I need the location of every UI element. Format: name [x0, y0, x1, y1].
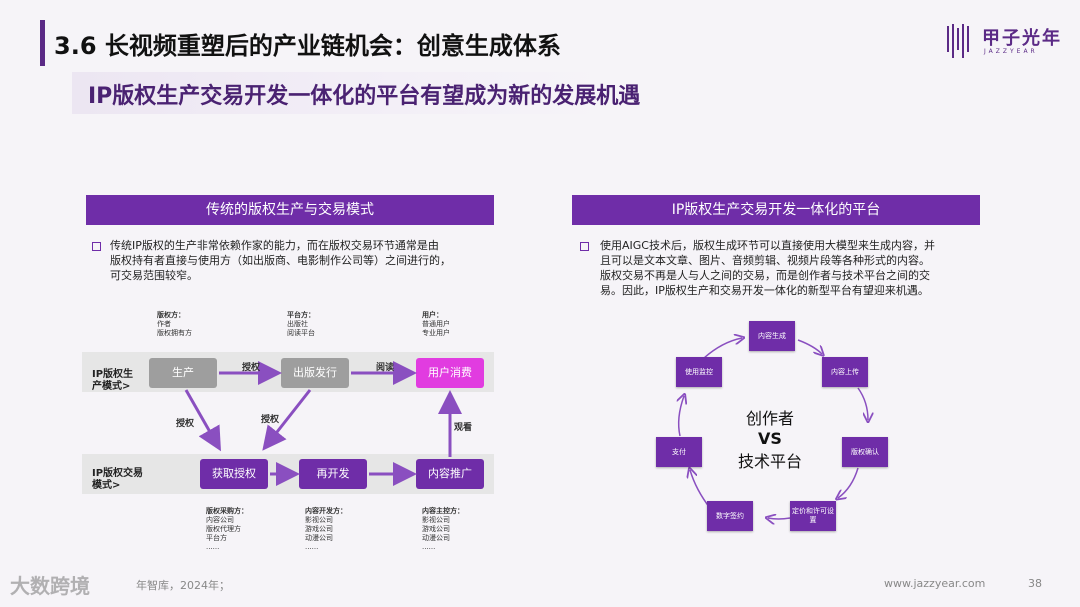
arrow-label-auth-1: 授权: [242, 363, 261, 373]
bullet-square-icon-2: [580, 242, 589, 251]
note-buyers: 版权采购方： 内容公司 版权代理方 平台方 ......: [206, 507, 248, 551]
bullet-square-icon: [92, 242, 101, 251]
cycle-node-pricing: 定价和许可设置: [790, 501, 836, 531]
logo-text-cn: 甲子光年: [982, 28, 1062, 49]
arrow-label-auth-2: 授权: [176, 419, 195, 429]
note-rights-holder: 版权方： 作者 版权拥有方: [157, 311, 192, 337]
note-platform: 平台方： 出版社 阅读平台: [287, 311, 315, 337]
cycle-node-monitor: 使用监控: [676, 357, 722, 387]
box-promote: 内容推广: [416, 459, 484, 489]
note-users: 用户： 普通用户 专业用户: [422, 311, 450, 337]
center-vs: VS: [758, 429, 782, 448]
right-paragraph: 使用AIGC技术后，版权生成环节可以直接使用大模型来生成内容，并 且可以是文本文…: [600, 238, 980, 298]
right-panel-heading: IP版权生产交易开发一体化的平台: [572, 195, 980, 225]
lane-production-label: IP版权生产模式>: [92, 369, 134, 392]
right-line-4: 易。因此，IP版权生产和交易开发一体化的新型平台有望迎来机遇。: [600, 284, 929, 297]
footer-url: www.jazzyear.com: [884, 577, 986, 590]
left-line-2: 版权持有者直接与使用方（如出版商、电影制作公司等）之间进行的，: [110, 254, 451, 267]
page-number: 38: [1028, 577, 1042, 590]
right-line-1: 使用AIGC技术后，版权生成环节可以直接使用大模型来生成内容，并: [600, 239, 935, 252]
cycle-node-generate: 内容生成: [749, 321, 795, 351]
box-consume: 用户消费: [416, 358, 484, 388]
right-line-3: 版权交易不再是人与人之间的交易，而是创作者与技术平台之间的交: [600, 269, 930, 282]
cycle-center-text: 创作者 VS 技术平台: [720, 405, 820, 472]
page-title: 3.6 长视频重塑后的产业链机会：创意生成体系: [54, 32, 561, 60]
lane-trading-label: IP版权交易模式>: [92, 468, 144, 491]
page-subtitle: IP版权生产交易开发一体化的平台有望成为新的发展机遇: [88, 84, 641, 109]
cycle-node-sign: 数字签约: [707, 501, 753, 531]
arrow-label-watch: 观看: [454, 423, 473, 433]
left-line-3: 可交易范围较窄。: [110, 269, 198, 282]
right-line-2: 且可以是文本文章、图片、音频剪辑、视频片段等各种形式的内容。: [600, 254, 930, 267]
left-paragraph: 传统IP版权的生产非常依赖作家的能力，而在版权交易环节通常是由 版权持有者直接与…: [110, 238, 500, 283]
logo-text-en: JAZZYEAR: [984, 48, 1038, 55]
box-acquire: 获取授权: [200, 459, 268, 489]
note-developers: 内容开发方： 影视公司 游戏公司 动漫公司 ......: [305, 507, 347, 551]
jazzyear-logo-icon: [945, 22, 975, 66]
subtitle-banner: [72, 72, 612, 114]
center-creator: 创作者: [745, 409, 794, 428]
box-redevelop: 再开发: [299, 459, 367, 489]
arrow-label-auth-3: 授权: [261, 415, 280, 425]
center-platform: 技术平台: [737, 452, 802, 471]
cycle-node-upload: 内容上传: [822, 357, 868, 387]
watermark-text: 大数跨境: [10, 574, 90, 598]
arrow-label-read: 阅读: [376, 363, 395, 373]
cycle-node-confirm: 版权确认: [842, 437, 888, 467]
left-panel-heading: 传统的版权生产与交易模式: [86, 195, 494, 225]
note-controllers: 内容主控方： 影视公司 游戏公司 动漫公司 ......: [422, 507, 464, 551]
box-produce: 生产: [149, 358, 217, 388]
footer-source: 年智库，2024年；: [136, 579, 230, 592]
cycle-node-pay: 支付: [656, 437, 702, 467]
box-publish: 出版发行: [281, 358, 349, 388]
title-accent-bar: [40, 20, 45, 66]
left-line-1: 传统IP版权的生产非常依赖作家的能力，而在版权交易环节通常是由: [110, 239, 439, 252]
